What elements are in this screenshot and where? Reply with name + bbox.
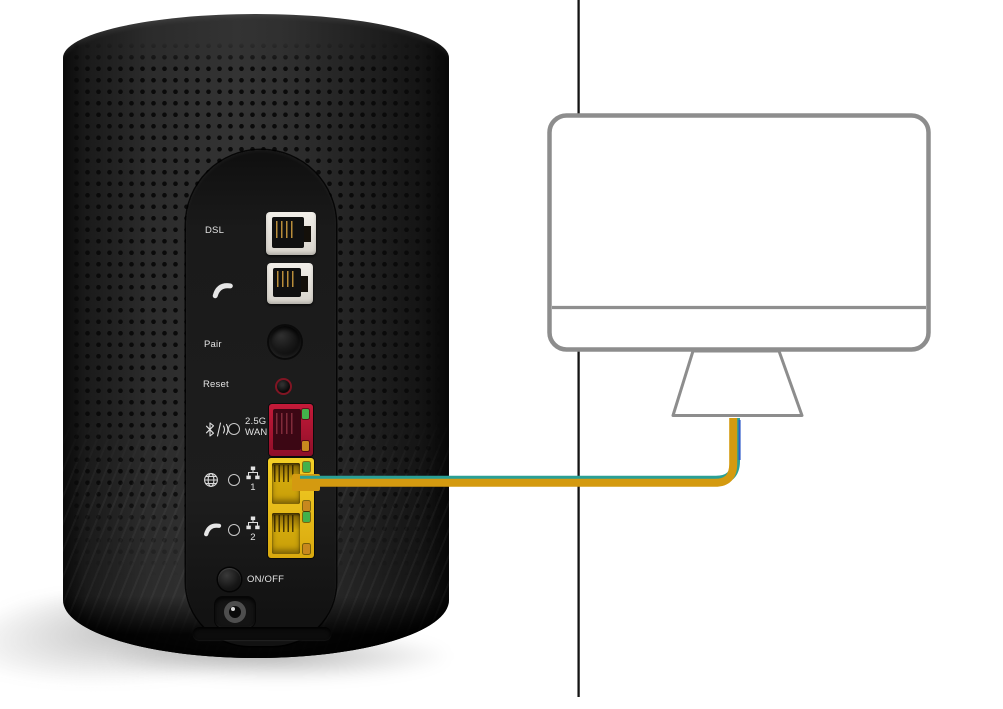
globe-icon bbox=[204, 473, 218, 487]
reset-button bbox=[275, 378, 292, 395]
monitor-screen bbox=[547, 113, 931, 352]
modem-router: DSL Pair Reset bbox=[63, 14, 449, 658]
power-jack bbox=[215, 597, 255, 628]
lan2-status-led bbox=[228, 524, 240, 536]
led-amber bbox=[303, 501, 310, 511]
wan-label: 2.5G WAN bbox=[245, 416, 268, 438]
led-green bbox=[303, 512, 310, 522]
led-green bbox=[302, 409, 309, 419]
bluetooth-dect-icon bbox=[205, 422, 229, 437]
power-button bbox=[218, 568, 241, 591]
power-label: ON/OFF bbox=[247, 574, 285, 585]
phone-port bbox=[267, 263, 313, 304]
led-green bbox=[303, 462, 310, 472]
dsl-port bbox=[266, 212, 316, 255]
dsl-label: DSL bbox=[205, 225, 225, 236]
computer-illustration bbox=[547, 113, 931, 417]
pair-label: Pair bbox=[204, 339, 222, 350]
lan1-number: 1 bbox=[250, 482, 256, 493]
lan2-number: 2 bbox=[250, 532, 256, 543]
wan-port bbox=[269, 404, 313, 456]
lan-ports bbox=[268, 458, 314, 558]
lan-icon bbox=[246, 466, 260, 480]
monitor-stand bbox=[671, 349, 804, 417]
wan-status-led bbox=[228, 423, 240, 435]
lan-port-1 bbox=[272, 463, 300, 504]
led-amber bbox=[302, 441, 309, 451]
phone-icon bbox=[212, 283, 233, 299]
pair-button bbox=[269, 326, 301, 358]
led-amber bbox=[303, 544, 310, 554]
lan1-status-led bbox=[228, 474, 240, 486]
reset-label: Reset bbox=[203, 379, 229, 390]
phone-icon bbox=[204, 523, 222, 537]
barrel-connector-icon bbox=[224, 601, 246, 623]
lan-port-2 bbox=[272, 513, 300, 554]
lan-icon bbox=[246, 516, 260, 530]
panel-bottom-slot bbox=[193, 627, 331, 640]
